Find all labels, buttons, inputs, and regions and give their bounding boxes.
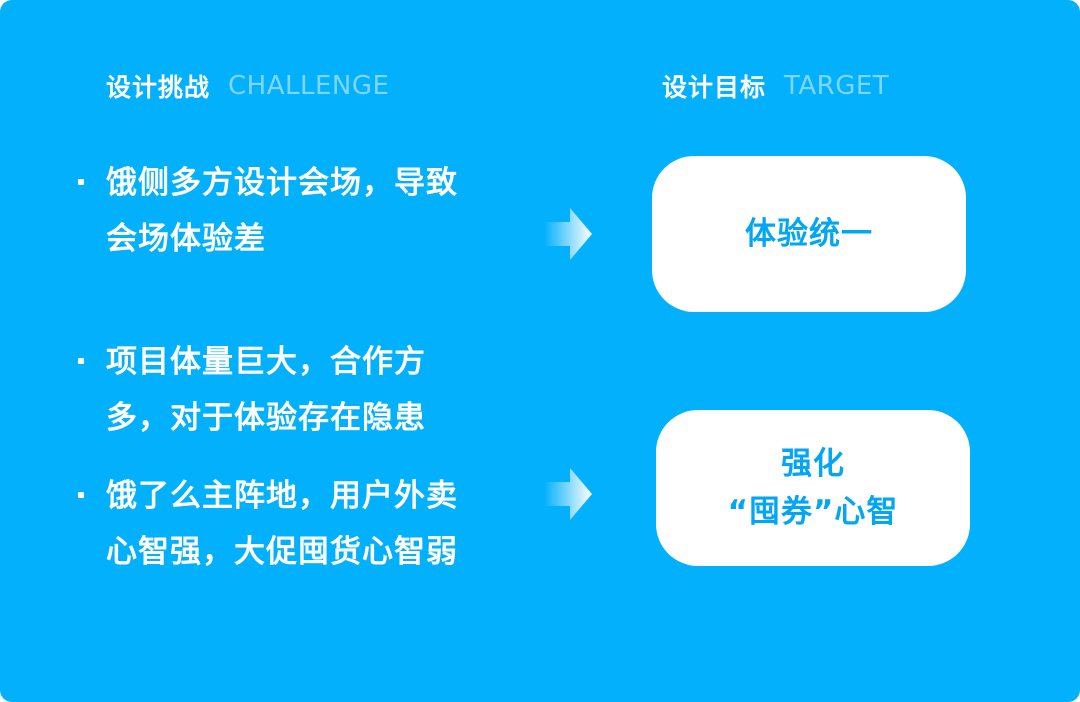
bullet-icon [78, 179, 84, 185]
target-title-en: TARGET [784, 71, 890, 101]
target-card-line: 体验统一 [745, 216, 873, 252]
target-card-unified-experience: 体验统一 [652, 156, 966, 312]
target-card-coupon-mindset: 强化 “囤券”心智 [656, 410, 970, 566]
target-card-line: “囤券”心智 [727, 494, 899, 530]
challenge-item-text: 饿侧多方设计会场，导致会场体验差 [106, 165, 458, 257]
arrow-right-gradient-icon [544, 208, 592, 260]
bullet-icon [78, 492, 84, 498]
challenge-title: 设计挑战 [106, 73, 211, 102]
arrow-right-gradient-icon [544, 468, 592, 520]
target-title: 设计目标 [662, 73, 767, 102]
target-heading: 设计目标 TARGET [662, 66, 889, 106]
bullet-icon [78, 358, 84, 364]
challenge-item-text: 饿了么主阵地，用户外卖心智强，大促囤货心智弱 [106, 478, 458, 570]
challenge-title-en: CHALLENGE [228, 71, 390, 101]
challenge-item-text: 项目体量巨大，合作方多，对于体验存在隐患 [106, 344, 426, 436]
challenge-heading: 设计挑战 CHALLENGE [106, 66, 389, 106]
target-card-line: 强化 [781, 446, 845, 482]
